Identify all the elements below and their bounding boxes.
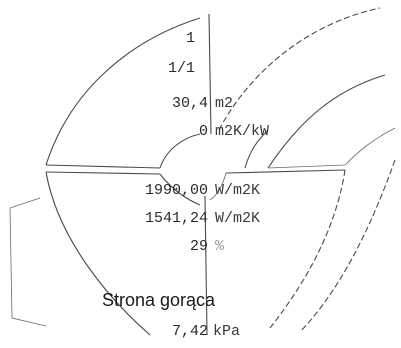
section-heading-hot-side: Strona gorąca	[102, 290, 216, 310]
value-row-2: 1/1	[167, 60, 195, 77]
k-clean-value: 1990,00	[144, 182, 208, 199]
heat-transfer-area-value: 30,4	[171, 95, 208, 112]
heat-transfer-area-unit: m2	[215, 95, 234, 112]
value-row-1: 1	[185, 30, 195, 47]
pressure-drop-unit: kPa	[213, 323, 241, 340]
fouling-factor-value: 0	[198, 123, 208, 140]
fouling-factor-unit: m2K/kW	[215, 123, 270, 140]
k-service-unit: W/m2K	[215, 210, 261, 227]
margin-unit: %	[215, 238, 225, 255]
k-service-value: 1541,24	[144, 210, 208, 227]
margin-value: 29	[189, 238, 208, 255]
pressure-drop-value: 7,42	[171, 323, 208, 340]
k-clean-unit: W/m2K	[215, 182, 261, 199]
